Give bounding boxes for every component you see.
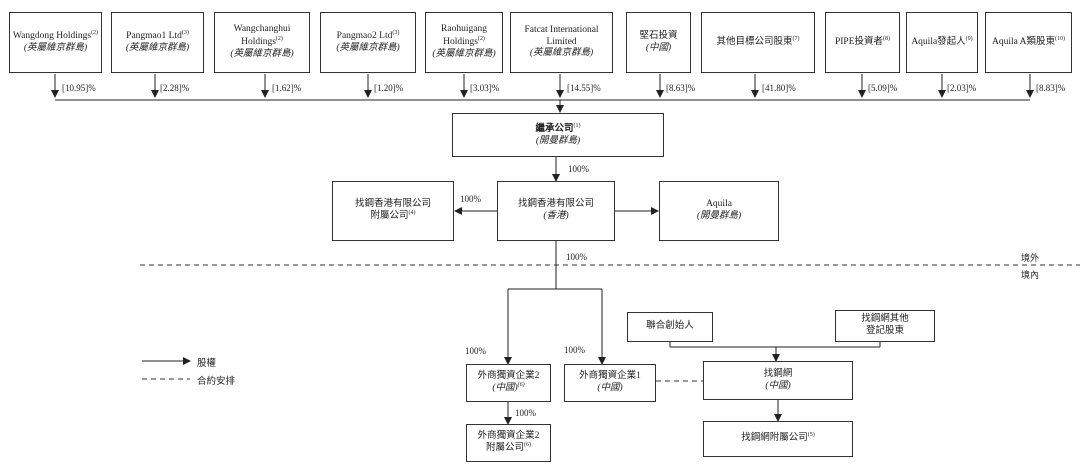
shareholder-jurisdiction: (英屬維京群島)	[529, 48, 594, 59]
entity-name: 找鋼香港有限公司	[517, 199, 594, 210]
pct-label: 100%	[460, 194, 481, 204]
shareholding-pct: [1.62]%	[272, 83, 302, 93]
shareholder-name: Wangchanghui Holdings	[233, 24, 291, 48]
shareholder-box: Aquila發起人(9)	[906, 12, 978, 73]
shareholder-jurisdiction: (中國)	[645, 42, 672, 53]
shareholder-name: Fatcat International Limited	[524, 24, 599, 47]
shareholding-pct: [41.80]%	[762, 83, 796, 93]
shareholder-box: Fatcat International Limited (英屬維京群島)	[510, 12, 613, 73]
entity-jurisdiction: (香港)	[543, 211, 569, 221]
pct-label: 100%	[465, 346, 486, 356]
entity-name: 聯合創始人	[646, 321, 694, 332]
shareholding-pct: [1.20]%	[374, 83, 404, 93]
entity-name: 找鋼網	[763, 368, 793, 379]
footnote-ref: (2)	[91, 30, 99, 37]
pct-label: 100%	[566, 252, 587, 262]
other-registered-shareholders-box: 找鋼網其他 登記股東	[835, 310, 935, 342]
entity-jurisdiction: (中國)	[597, 383, 623, 393]
entity-name: 外商獨資企業2	[477, 430, 540, 441]
footnote-ref: (2)	[477, 35, 485, 42]
offshore-label: 境外	[1021, 253, 1040, 263]
shareholder-name: Aquila A類股東	[991, 37, 1056, 48]
footnote-ref: (3)	[392, 30, 400, 37]
entity-jurisdiction: (中國)	[492, 383, 518, 394]
entity-name: Aquila	[706, 199, 732, 210]
wfoe2-box: 外商獨資企業2 (中國)(6)	[466, 364, 551, 402]
shareholding-pct: [8.63]%	[666, 83, 696, 93]
shareholder-name: Aquila發起人	[911, 37, 966, 48]
footnote-ref: (8)	[883, 35, 891, 42]
footnote-ref: (5)	[807, 432, 815, 439]
shareholder-jurisdiction: (英屬維京群島)	[230, 49, 294, 60]
entity-jurisdiction: (中國)	[765, 380, 791, 391]
legend-equity-label: 股權	[197, 359, 217, 369]
footnote-ref: (9)	[965, 35, 973, 42]
entity-jurisdiction: (開曼群島)	[696, 211, 742, 221]
shareholder-box: Raohuigang Holdings(2) (英屬維京群島)	[425, 12, 503, 73]
shareholder-box: PIPE投資者(8)	[825, 12, 900, 73]
shareholder-name: Raohuigang Holdings	[441, 24, 487, 48]
shareholder-box: Aquila A類股東(10)	[985, 12, 1072, 73]
shareholding-pct: [2.03]%	[947, 83, 977, 93]
footnote-ref: (6)	[517, 382, 525, 389]
pct-label: 100%	[568, 164, 589, 174]
shareholder-name: Pangmao1 Ltd	[126, 31, 182, 42]
hk-subsidiary-box: 找鋼香港有限公司 附屬公司(4)	[332, 181, 454, 241]
footnote-ref: (1)	[573, 122, 581, 129]
zhaogangwang-box: 找鋼網 (中國)	[703, 361, 853, 400]
entity-name-line2: 附屬公司	[485, 443, 524, 454]
cofounder-box: 聯合創始人	[627, 312, 713, 342]
shareholder-name: Pangmao2 Ltd	[336, 31, 393, 42]
shareholder-jurisdiction: (英屬維京群島)	[125, 43, 190, 54]
shareholder-name: 其他目標公司股東	[716, 37, 793, 48]
shareholder-name: 堅石投資	[639, 30, 678, 41]
wfoe1-box: 外商獨資企業1 (中國)	[564, 364, 656, 402]
shareholder-box: 堅石投資 (中國)	[626, 12, 691, 73]
shareholding-pct: [3.03]%	[470, 83, 500, 93]
entity-name: 找鋼香港有限公司	[354, 198, 431, 209]
shareholder-box: Wangdong Holdings(2) (英屬維京群島)	[9, 12, 102, 73]
onshore-label: 境內	[1021, 270, 1040, 280]
pct-label: 100%	[564, 345, 585, 355]
entity-jurisdiction: (開曼群島)	[535, 135, 581, 146]
shareholding-pct: [8.83]%	[1036, 83, 1066, 93]
shareholder-box: Pangmao1 Ltd(3) (英屬維京群島)	[111, 12, 204, 73]
entity-name: 繼承公司	[535, 123, 574, 134]
entity-name-line2: 附屬公司	[370, 211, 409, 222]
entity-name: 外商獨資企業1	[579, 371, 641, 382]
successor-company-box: 繼承公司(1) (開曼群島)	[452, 113, 664, 157]
entity-name: 找鋼網附屬公司	[741, 433, 808, 444]
footnote-ref: (2)	[275, 35, 283, 42]
shareholding-pct: [14.55]%	[567, 83, 601, 93]
wfoe2-subsidiary-box: 外商獨資企業2 附屬公司(6)	[466, 424, 551, 462]
footnote-ref: (10)	[1055, 35, 1066, 42]
footnote-ref: (3)	[181, 30, 189, 37]
entity-name: 找鋼網其他	[861, 314, 909, 325]
zhaogangwang-subsidiary-box: 找鋼網附屬公司(5)	[703, 421, 853, 457]
footnote-ref: (7)	[792, 35, 800, 42]
shareholding-pct: [10.95]%	[62, 83, 96, 93]
aquila-box: Aquila (開曼群島)	[659, 181, 779, 241]
legend-contract-label: 合約安排	[197, 377, 236, 387]
shareholder-jurisdiction: (英屬維京群島)	[23, 43, 88, 54]
shareholder-jurisdiction: (英屬維京群島)	[336, 43, 400, 54]
shareholding-pct: [2.28]%	[160, 83, 190, 93]
shareholder-box: Wangchanghui Holdings(2) (英屬維京群島)	[214, 12, 310, 73]
shareholder-name: PIPE投資者	[834, 37, 884, 48]
shareholder-name: Wangdong Holdings	[12, 31, 92, 42]
shareholder-box: 其他目標公司股東(7)	[701, 12, 815, 73]
shareholding-pct: [5.09]%	[868, 83, 898, 93]
footnote-ref: (4)	[408, 210, 416, 217]
entity-name: 外商獨資企業2	[477, 370, 540, 381]
entity-name-line2: 登記股東	[865, 326, 904, 336]
shareholder-jurisdiction: (英屬維京群島)	[432, 49, 496, 60]
footnote-ref: (6)	[524, 442, 531, 449]
hk-company-box: 找鋼香港有限公司 (香港)	[497, 181, 615, 241]
pct-label: 100%	[515, 408, 536, 418]
shareholder-box: Pangmao2 Ltd(3) (英屬維京群島)	[320, 12, 416, 73]
